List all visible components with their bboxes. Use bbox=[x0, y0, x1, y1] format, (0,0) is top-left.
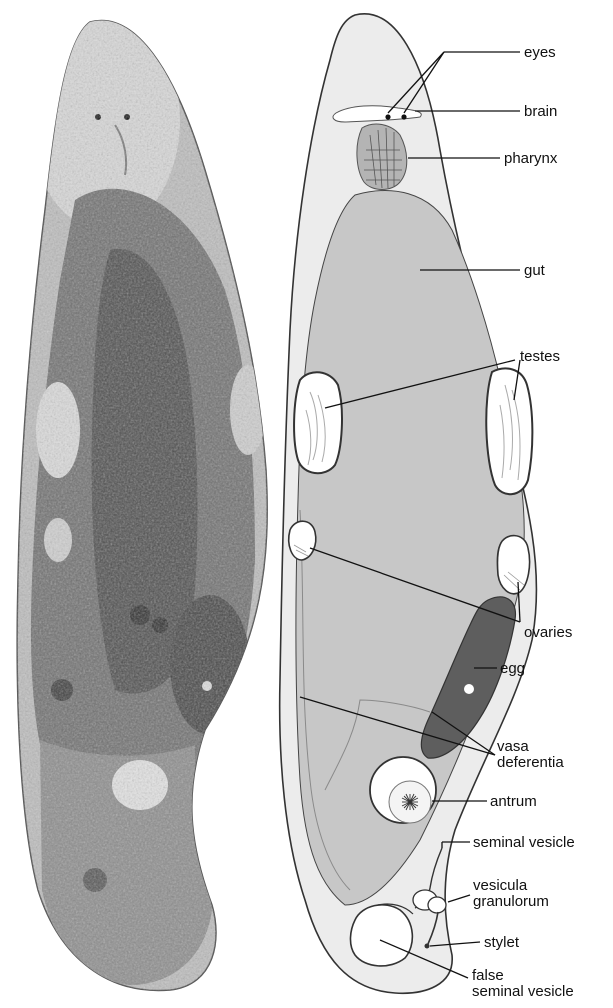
ovary-left bbox=[289, 521, 316, 560]
label-testes: testes bbox=[520, 348, 560, 365]
label-gut: gut bbox=[524, 262, 546, 279]
label-eyes: eyes bbox=[524, 44, 556, 61]
label-false-seminal-vesicle: seminal vesicle bbox=[472, 983, 574, 1000]
label-granulorum: granulorum bbox=[473, 893, 549, 910]
label-ovaries: ovaries bbox=[524, 624, 572, 641]
antrum bbox=[370, 757, 436, 823]
label-deferentia: deferentia bbox=[497, 754, 564, 771]
label-pharynx: pharynx bbox=[504, 150, 558, 167]
anatomical-drawing: eyes brain pharynx gut testes ovaries eg… bbox=[280, 14, 575, 1000]
eye-right bbox=[401, 114, 406, 119]
label-antrum: antrum bbox=[490, 793, 537, 810]
label-egg: egg bbox=[500, 660, 525, 677]
ovary-right bbox=[497, 536, 529, 594]
label-vesicula: vesicula bbox=[473, 877, 528, 894]
label-seminal-vesicle: seminal vesicle bbox=[473, 834, 575, 851]
label-vasa: vasa bbox=[497, 738, 529, 755]
label-false: false bbox=[472, 967, 504, 984]
label-brain: brain bbox=[524, 103, 557, 120]
testis-left bbox=[294, 372, 342, 473]
label-stylet: stylet bbox=[484, 934, 520, 951]
eye-left bbox=[385, 114, 390, 119]
micrograph-photo bbox=[0, 0, 290, 1008]
pharynx bbox=[357, 124, 407, 189]
false-seminal-vesicle bbox=[350, 904, 413, 966]
testis-right bbox=[486, 368, 532, 494]
